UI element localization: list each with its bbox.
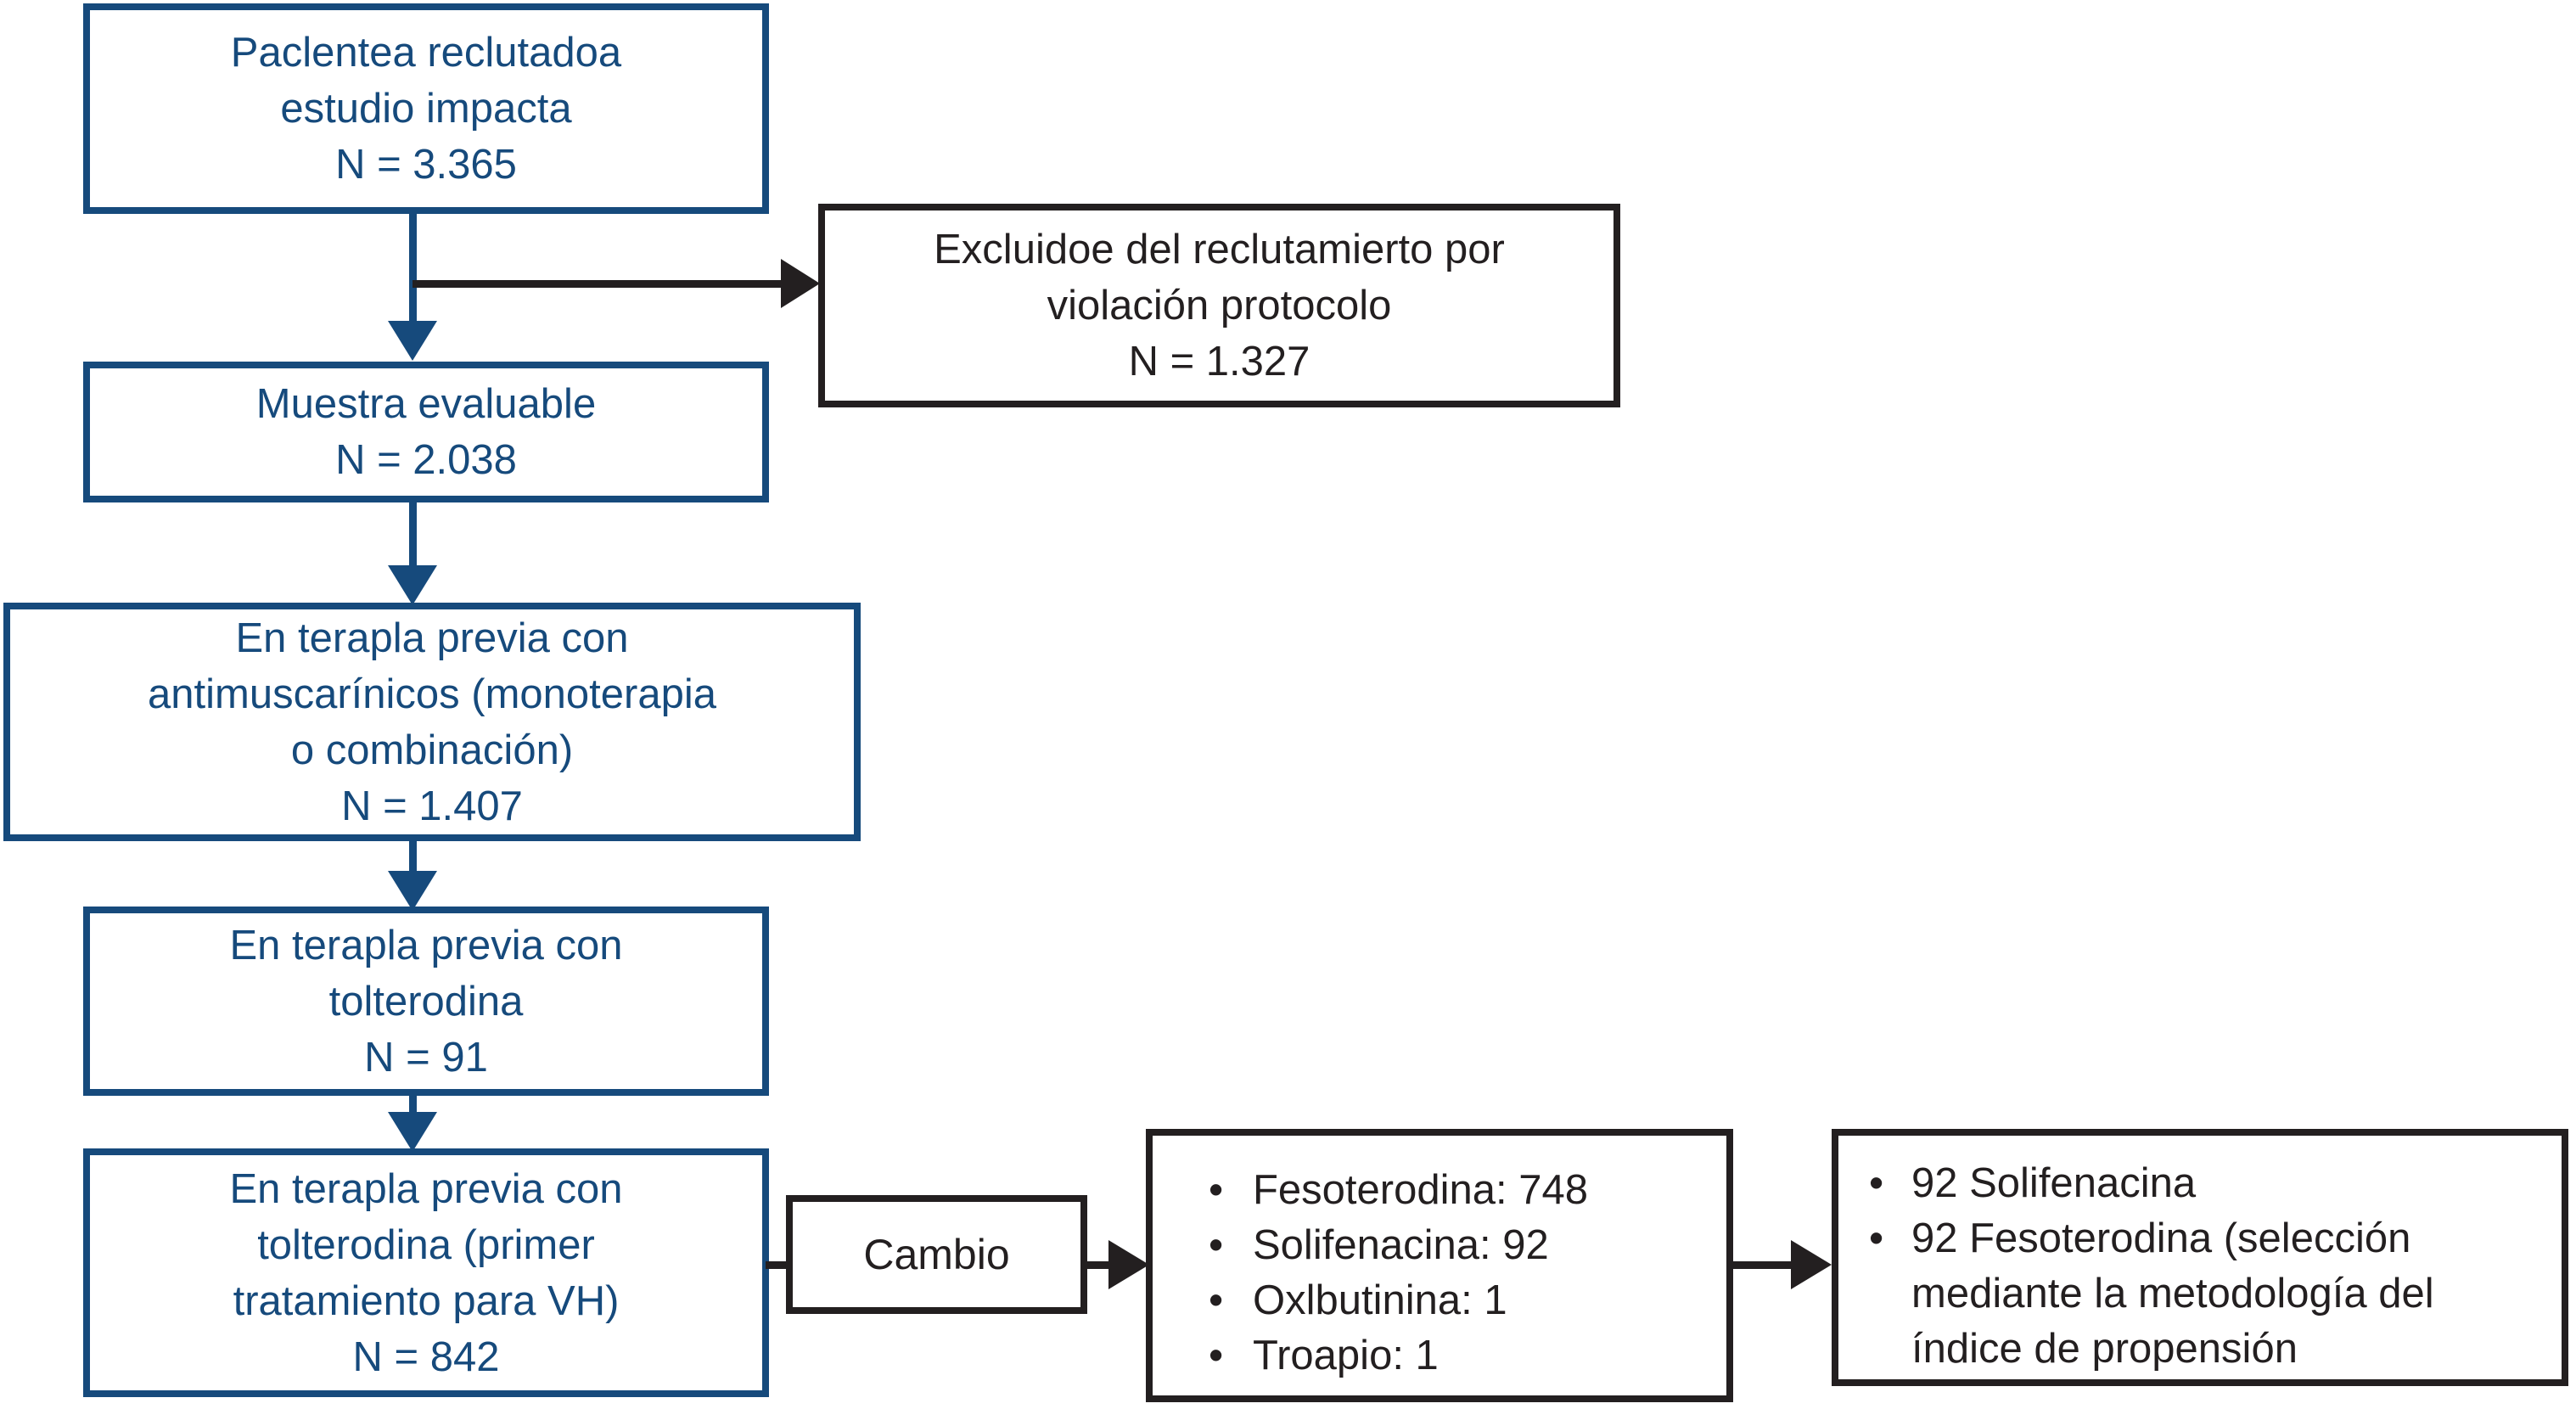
connector-first-treatment-to-cambio-line (766, 1261, 788, 1269)
box-tolterodine-count: N = 91 (364, 1034, 488, 1081)
bullet-icon: • (1209, 1277, 1224, 1323)
box-tolterodine-first-line-2: tolterodina (primer (257, 1221, 595, 1268)
box-tolterodine-first-count: N = 842 (352, 1333, 500, 1380)
matched-list-item: índice de propensión (1869, 1322, 2553, 1377)
matched-list-item-text: 92 Fesoterodina (selección (1911, 1215, 2411, 1261)
switch-list-item-text: Fesoterodina: 748 (1253, 1167, 1588, 1213)
box-recruited-count: N = 3.365 (335, 142, 517, 188)
connector-tolterodine-to-first-treatment-line (409, 1092, 417, 1117)
box-tolterodine-first-line-1: En terapla previa con (229, 1165, 623, 1212)
switch-list-item-text: Oxlbutinina: 1 (1253, 1277, 1507, 1323)
connector-switch-list-to-matched-line (1731, 1261, 1794, 1269)
box-antimuscarinics-count: N = 1.407 (341, 783, 523, 829)
down-arrow-icon (388, 565, 437, 605)
box-antimuscarinics-line-1: En terapla previa con (235, 615, 629, 661)
matched-list-item-text: índice de propensión (1911, 1326, 2298, 1372)
matched-list-item: • 92 Fesoterodina (selección (1869, 1211, 2553, 1266)
box-excluded-protocol-violation: Excluidoe del reclutamierto por violació… (818, 204, 1620, 407)
bullet-icon (1869, 1266, 1911, 1322)
box-recruited-line-1: Paclentea reclutadoa (230, 30, 622, 76)
bullet-icon: • (1209, 1222, 1224, 1268)
matched-list-item-text: 92 Solifenacina (1911, 1160, 2197, 1206)
box-tolterodine-first-treatment: En terapla previa con tolterodina (prime… (83, 1148, 769, 1397)
box-excluded-line-1: Excluidoe del reclutamierto por (934, 227, 1505, 272)
box-tolterodine-line-2: tolterodina (328, 978, 524, 1024)
matched-list-item: mediante la metodología del (1869, 1266, 2553, 1322)
right-arrow-icon (781, 259, 820, 308)
box-tolterodine-first-line-3: tratamiento para VH) (233, 1277, 620, 1324)
bullet-icon: • (1209, 1333, 1224, 1378)
box-evaluable-line-1: Muestra evaluable (255, 381, 597, 427)
bullet-icon: • (1869, 1215, 1884, 1261)
switch-list-item-text: Troapio: 1 (1253, 1333, 1439, 1378)
box-recruited-line-2: estudio impacta (280, 86, 572, 132)
switch-list-item: • Troapio: 1 (1209, 1328, 1718, 1384)
box-propensity-matched-cohorts: • 92 Solifenacina • 92 Fesoterodina (sel… (1832, 1129, 2568, 1386)
box-antimuscarinics-line-3: o combinación) (290, 727, 574, 773)
box-recruited-patients: Paclentea reclutadoa estudio impacta N =… (83, 3, 769, 214)
matched-list-item: • 92 Solifenacina (1869, 1156, 2553, 1211)
bullet-icon: • (1209, 1167, 1224, 1213)
bullet-icon: • (1869, 1160, 1884, 1206)
connector-branch-to-excluded-line (412, 280, 784, 288)
box-prior-antimuscarinic-therapy: En terapla previa con antimuscarínicos (… (3, 603, 861, 841)
down-arrow-icon (388, 1112, 437, 1152)
box-antimuscarinics-line-2: antimuscarínicos (monoterapia (148, 671, 716, 717)
box-tolterodine-line-1: En terapla previa con (229, 922, 623, 968)
bullet-icon (1869, 1322, 1911, 1377)
connector-antimuscarinics-to-tolterodine-line (409, 838, 417, 873)
box-evaluable-count: N = 2.038 (335, 437, 517, 483)
connector-evaluable-to-antimuscarinics-line (409, 497, 417, 567)
box-cambio-label: Cambio (863, 1231, 1010, 1278)
box-evaluable-sample: Muestra evaluable N = 2.038 (83, 362, 769, 502)
connector-recruited-to-evaluable-line (409, 211, 417, 323)
switch-list-item: • Solifenacina: 92 (1209, 1218, 1718, 1273)
box-excluded-line-2: violación protocolo (1047, 283, 1392, 328)
down-arrow-icon (388, 871, 437, 911)
switch-list-item: • Fesoterodina: 748 (1209, 1163, 1718, 1218)
matched-list-item-text: mediante la metodología del (1911, 1271, 2434, 1316)
right-arrow-icon (1791, 1240, 1832, 1289)
right-arrow-icon (1108, 1240, 1149, 1289)
box-switch-drug-list: • Fesoterodina: 748 • Solifenacina: 92 •… (1146, 1129, 1733, 1402)
box-cambio-switch: Cambio (786, 1195, 1087, 1314)
switch-list-item: • Oxlbutinina: 1 (1209, 1273, 1718, 1328)
box-prior-tolterodine-therapy: En terapla previa con tolterodina N = 91 (83, 907, 769, 1096)
switch-list-item-text: Solifenacina: 92 (1253, 1222, 1549, 1268)
down-arrow-icon (388, 321, 437, 361)
box-excluded-count: N = 1.327 (1128, 339, 1310, 385)
connector-cambio-to-switch-list-line (1086, 1261, 1111, 1269)
